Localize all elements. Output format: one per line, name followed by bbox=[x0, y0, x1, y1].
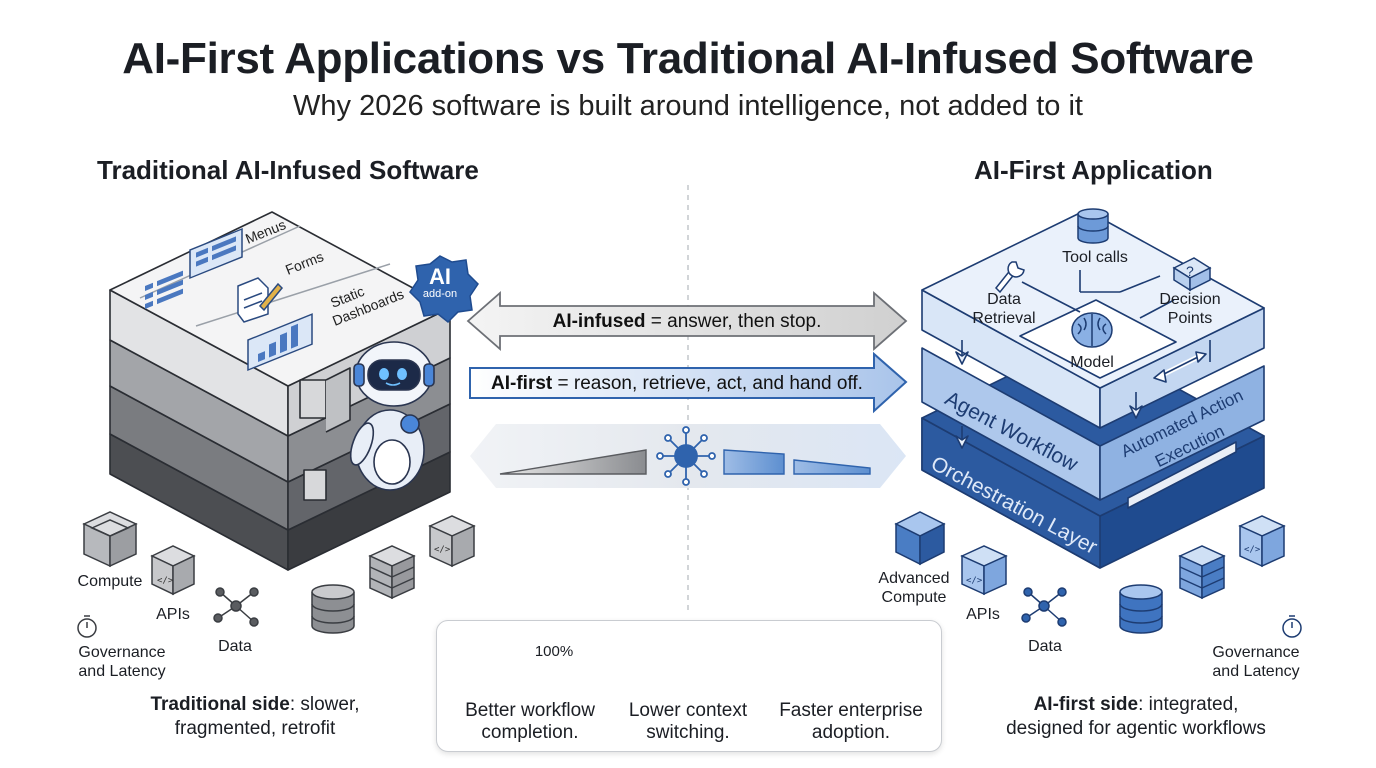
ai-first-caption-rest: : integrated, bbox=[1138, 694, 1239, 715]
right-server-stack-icon bbox=[1178, 545, 1226, 600]
model-label: Model bbox=[1070, 354, 1114, 371]
right-governance-line2: and Latency bbox=[1212, 663, 1300, 680]
benefit-context: Lower context switching. bbox=[608, 700, 768, 744]
svg-text:</>: </> bbox=[434, 545, 451, 555]
right-governance-label: Governance and Latency bbox=[1200, 643, 1312, 681]
right-data-label: Data bbox=[1028, 638, 1062, 655]
governance-label: Governance and Latency bbox=[66, 643, 178, 681]
svg-text:?: ? bbox=[1186, 263, 1194, 279]
arrow-ai-first-shape bbox=[469, 351, 908, 414]
decision-points-line2: Points bbox=[1167, 310, 1213, 327]
benefit-workflow: Better workflow completion. bbox=[450, 700, 610, 744]
right-heading: AI-First Application bbox=[974, 155, 1213, 185]
compute-label: Compute bbox=[77, 573, 143, 590]
arrow-ai-first-rest: = reason, retrieve, act, and hand off. bbox=[552, 373, 863, 394]
benefit-context-line2: switching. bbox=[646, 722, 730, 743]
ai-first-caption-line2: designed for agentic workflows bbox=[1006, 718, 1266, 739]
ai-first-top-icons: ? bbox=[994, 208, 1212, 348]
compute-icon bbox=[82, 511, 138, 568]
arrow-ai-first-text: AI-first = reason, retrieve, act, and ha… bbox=[480, 373, 874, 395]
traditional-caption-line2: fragmented, retrofit bbox=[174, 718, 336, 739]
governance-label-line2: and Latency bbox=[78, 663, 166, 680]
advanced-compute-icon bbox=[894, 511, 946, 566]
right-data-network-icon bbox=[1021, 587, 1067, 627]
dashboard-icon bbox=[247, 313, 313, 372]
right-apis-icon: </> bbox=[960, 545, 1008, 596]
hub-network-icon bbox=[656, 426, 716, 486]
benefits-panel bbox=[436, 620, 942, 752]
question-box-icon: ? bbox=[1172, 257, 1212, 292]
ai-first-stack bbox=[921, 209, 1265, 569]
data-retrieval-line1: Data bbox=[987, 291, 1021, 308]
right-governance-line1: Governance bbox=[1212, 644, 1300, 661]
code-box-icon: </> bbox=[428, 515, 476, 568]
badge-addon-text: add-on bbox=[422, 288, 458, 300]
benefit-adoption: Faster enterprise adoption. bbox=[766, 700, 936, 744]
decision-points-line1: Decision bbox=[1159, 291, 1221, 308]
apis-label: APIs bbox=[156, 606, 190, 623]
svg-text:</>: </> bbox=[1244, 545, 1261, 555]
data-network-icon bbox=[213, 587, 259, 627]
page-title: AI-First Applications vs Traditional AI-… bbox=[122, 34, 1254, 83]
stopwatch-icon bbox=[77, 615, 97, 638]
right-apis-label: APIs bbox=[966, 606, 1000, 623]
data-retrieval-line2: Retrieval bbox=[972, 310, 1036, 327]
svg-text:</>: </> bbox=[966, 576, 983, 586]
menu-bars-icon bbox=[145, 270, 183, 309]
ai-first-caption-bold: AI-first side bbox=[1033, 694, 1139, 715]
benefit-adoption-line2: adoption. bbox=[811, 722, 891, 743]
left-heading: Traditional AI-Infused Software bbox=[97, 155, 479, 185]
apis-icon: </> bbox=[150, 545, 196, 596]
data-label: Data bbox=[218, 638, 252, 655]
page-subtitle: Why 2026 software is built around intell… bbox=[293, 90, 1083, 122]
server-stack-icon bbox=[368, 545, 416, 600]
traditional-caption-bold: Traditional side bbox=[150, 694, 290, 715]
right-stopwatch-icon bbox=[1282, 615, 1302, 638]
arrow-ai-infused-bold: AI-infused bbox=[552, 311, 646, 332]
benefit-adoption-line1: Faster enterprise bbox=[779, 700, 923, 721]
ai-addon-badge: AI add-on bbox=[411, 257, 469, 317]
transition-band bbox=[470, 424, 906, 488]
svg-text:</>: </> bbox=[157, 576, 174, 586]
benefit-context-line1: Lower context bbox=[628, 700, 748, 721]
right-database-icon bbox=[1119, 584, 1163, 634]
forms-icon bbox=[237, 277, 284, 323]
data-retrieval-label: Data Retrieval bbox=[966, 290, 1042, 328]
tool-calls-database-icon bbox=[1077, 208, 1109, 244]
advanced-compute-label: Advanced Compute bbox=[870, 569, 958, 607]
tool-calls-label: Tool calls bbox=[1062, 249, 1128, 266]
arrow-ai-infused-text: AI-infused = answer, then stop. bbox=[500, 311, 874, 333]
robot-illustration bbox=[349, 341, 435, 491]
left-infra-icons: </> </> bbox=[77, 511, 476, 638]
brain-icon bbox=[1071, 312, 1113, 348]
advanced-compute-line1: Advanced bbox=[878, 570, 950, 587]
traditional-caption: Traditional side: slower, fragmented, re… bbox=[120, 693, 390, 741]
decision-points-label: Decision Points bbox=[1150, 290, 1230, 328]
right-code-box-icon: </> bbox=[1238, 515, 1286, 568]
traditional-top-ui bbox=[139, 225, 391, 372]
arrow-ai-infused-shape bbox=[466, 291, 908, 351]
ai-first-caption: AI-first side: integrated, designed for … bbox=[990, 693, 1282, 741]
traditional-caption-rest: : slower, bbox=[289, 694, 360, 715]
advanced-compute-line2: Compute bbox=[881, 589, 947, 606]
benefit-workflow-line1: Better workflow bbox=[465, 700, 595, 721]
ai-addon-badge-shape bbox=[409, 255, 479, 324]
wrench-icon bbox=[994, 261, 1025, 294]
arrow-ai-first-bold: AI-first bbox=[491, 373, 553, 394]
progress-percent-label: 100% bbox=[534, 643, 574, 660]
badge-ai-text: AI bbox=[429, 264, 451, 289]
menus-icon bbox=[189, 227, 243, 280]
arrow-ai-infused-rest: = answer, then stop. bbox=[645, 311, 822, 332]
governance-label-line1: Governance bbox=[78, 644, 166, 661]
database-icon bbox=[311, 584, 355, 634]
right-infra-icons: </> </> bbox=[894, 511, 1302, 638]
benefit-workflow-line2: completion. bbox=[481, 722, 579, 743]
